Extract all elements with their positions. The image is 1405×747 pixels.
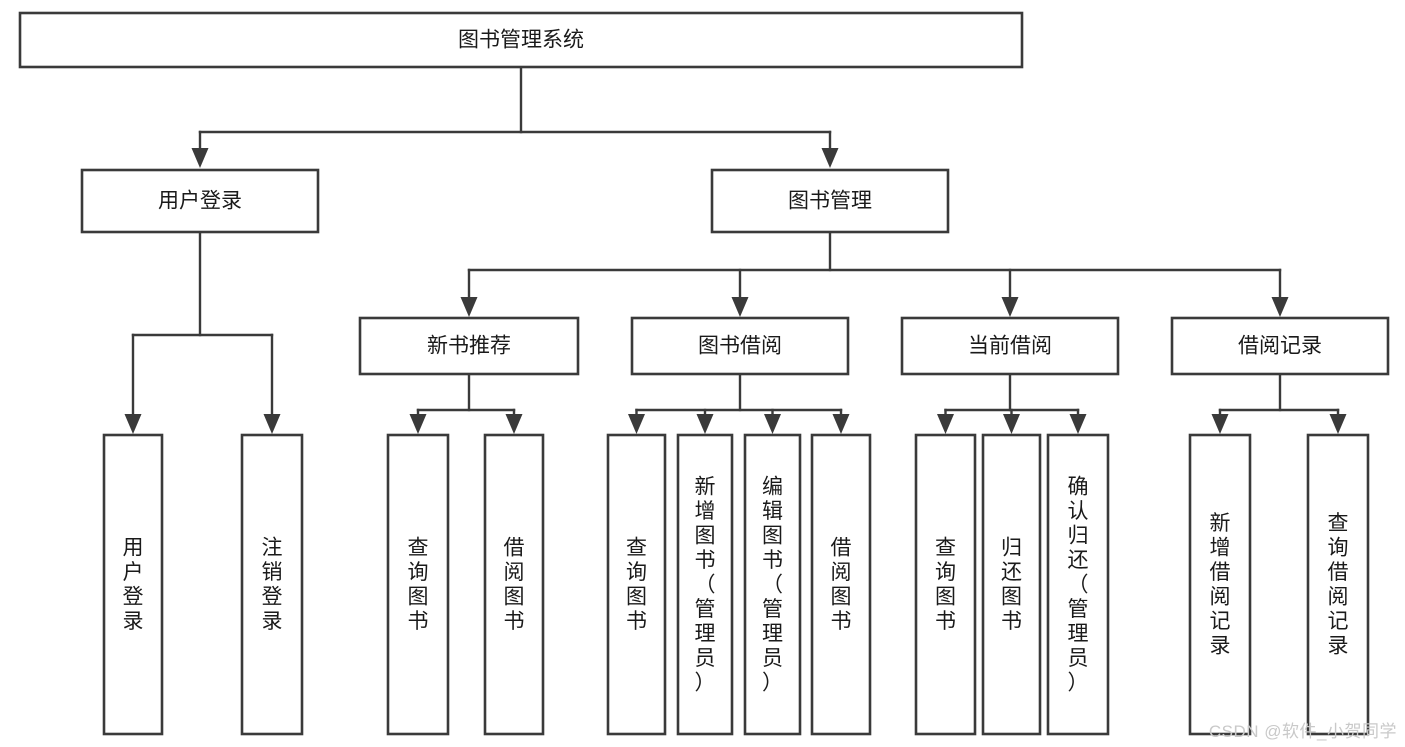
node-leaf-confirm-return[interactable]: 确认归还（管理员） [1046,433,1110,736]
node-leaf-borrow-book[interactable]: 借阅图书 [810,433,872,736]
node-leaf-user-logout-label: 注销登录 [262,537,283,634]
node-leaf-query-borrow-record-label: 查询借阅记录 [1328,512,1349,658]
arrow-head-icon-leaf-user-login [124,414,142,434]
node-root-system-label: 图书管理系统 [458,29,584,52]
arrow-head-icon-leaf-query-book-borrow [628,414,645,434]
node-new-book-rec[interactable]: 新书推荐 [358,316,580,376]
node-current-borrow-box [900,316,1120,376]
node-leaf-borrow-book-rec-label: 借阅图书 [504,537,525,634]
node-leaf-add-borrow-record[interactable]: 新增借阅记录 [1188,433,1252,736]
node-current-borrow[interactable]: 当前借阅 [900,316,1120,376]
node-user-login[interactable]: 用户登录 [80,168,320,234]
node-leaf-query-book-borrow[interactable]: 查询图书 [606,433,667,736]
node-borrow-record-label: 借阅记录 [1238,335,1322,358]
node-leaf-query-book-rec[interactable]: 查询图书 [386,433,450,736]
node-leaf-edit-book[interactable]: 编辑图书（管理员） [743,433,802,736]
arrow-head-icon-book-borrow [731,297,749,317]
node-leaf-confirm-return-box [1046,433,1110,736]
arrow-head-icon-leaf-query-book-rec [409,414,427,434]
node-leaf-confirm-return-label: 确认归还（管理员） [1068,475,1089,694]
node-leaf-user-login-label: 用户登录 [123,537,144,634]
arrow-head-icon-leaf-borrow-book [832,414,850,434]
node-leaf-user-login-box [102,433,164,736]
node-leaf-query-book-rec-label: 查询图书 [408,537,429,634]
node-root-system[interactable]: 图书管理系统 [18,11,1024,69]
node-user-login-box [80,168,320,234]
node-new-book-rec-box [358,316,580,376]
arrow-head-icon-new-book-rec [460,297,478,317]
node-leaf-query-borrow-record[interactable]: 查询借阅记录 [1306,433,1370,736]
node-leaf-borrow-book-rec[interactable]: 借阅图书 [483,433,545,736]
node-leaf-query-book-current-label: 查询图书 [935,537,956,634]
node-new-book-rec-label: 新书推荐 [427,335,511,358]
arrow-head-icon-leaf-query-borrow-record [1329,414,1347,434]
arrow-head-icon-leaf-add-borrow-record [1211,414,1229,434]
arrow-head-icon-leaf-query-book-current [937,414,954,434]
node-leaf-add-book-label: 新增图书（管理员） [695,475,716,694]
arrow-head-icon-book-manage [821,148,839,168]
node-root-system-box [18,11,1024,69]
csdn-watermark: CSDN @软件_小贺同学 [1208,722,1397,741]
node-leaf-add-borrow-record-label: 新增借阅记录 [1210,512,1231,658]
node-leaf-edit-book-label: 编辑图书（管理员） [762,475,783,694]
node-layer: 图书管理系统用户登录图书管理新书推荐图书借阅当前借阅借阅记录用户登录注销登录查询… [18,11,1390,736]
node-leaf-query-book-current[interactable]: 查询图书 [914,433,977,736]
node-leaf-borrow-book-box [810,433,872,736]
node-leaf-user-logout[interactable]: 注销登录 [240,433,304,736]
node-leaf-user-login[interactable]: 用户登录 [102,433,164,736]
node-book-manage-label: 图书管理 [788,190,872,213]
node-leaf-borrow-book-rec-box [483,433,545,736]
node-leaf-add-book[interactable]: 新增图书（管理员） [676,433,734,736]
arrow-head-icon-leaf-edit-book [764,414,781,434]
node-book-borrow[interactable]: 图书借阅 [630,316,850,376]
node-book-borrow-box [630,316,850,376]
node-user-login-label: 用户登录 [158,190,242,213]
node-book-manage[interactable]: 图书管理 [710,168,950,234]
node-leaf-query-book-borrow-label: 查询图书 [626,537,647,634]
arrow-head-icon-leaf-user-logout [263,414,281,434]
arrow-head-icon-leaf-add-book [696,414,714,434]
node-book-manage-box [710,168,950,234]
node-current-borrow-label: 当前借阅 [968,335,1052,358]
edge-layer [124,65,1347,434]
node-leaf-add-borrow-record-box [1188,433,1252,736]
node-leaf-add-book-box [676,433,734,736]
arrow-head-icon-leaf-return-book [1003,414,1020,434]
node-leaf-return-book[interactable]: 归还图书 [981,433,1042,736]
arrow-head-icon-borrow-record [1271,297,1289,317]
node-book-borrow-label: 图书借阅 [698,335,782,358]
node-leaf-borrow-book-label: 借阅图书 [831,537,852,634]
node-borrow-record[interactable]: 借阅记录 [1170,316,1390,376]
arrow-head-icon-user-login [191,148,209,168]
node-leaf-query-book-rec-box [386,433,450,736]
node-leaf-return-book-box [981,433,1042,736]
node-leaf-query-book-borrow-box [606,433,667,736]
node-leaf-user-logout-box [240,433,304,736]
arrow-head-icon-leaf-borrow-book-rec [505,414,523,434]
node-leaf-query-book-current-box [914,433,977,736]
node-leaf-return-book-label: 归还图书 [1001,537,1022,634]
arrow-head-icon-leaf-confirm-return [1069,414,1087,434]
node-leaf-edit-book-box [743,433,802,736]
arrow-head-icon-current-borrow [1001,297,1019,317]
node-leaf-query-borrow-record-box [1306,433,1370,736]
node-borrow-record-box [1170,316,1390,376]
